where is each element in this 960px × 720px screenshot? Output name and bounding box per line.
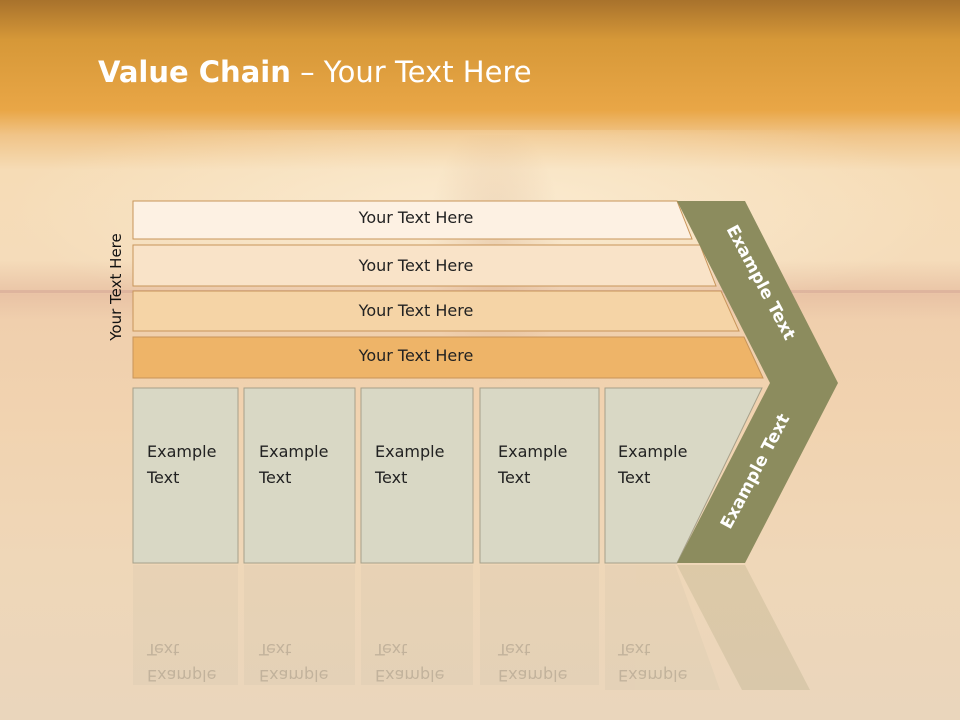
- column-label-4-reflection: Example Text: [498, 636, 567, 688]
- column-label-2-reflection: Example Text: [259, 636, 328, 688]
- column-label-1-reflection: Example Text: [147, 636, 216, 688]
- column-label-2: Example Text: [259, 439, 328, 491]
- column-box-1: [132, 387, 239, 564]
- column-label-1-line2: Text: [147, 468, 180, 487]
- column-box-2: [243, 387, 356, 564]
- column-label-1-reflection-line2: Text: [147, 640, 180, 659]
- row-bar-4: [132, 336, 764, 379]
- chevron-reflection: [677, 565, 810, 690]
- column-label-4-reflection-line1: Example: [498, 666, 568, 685]
- row-label-2: Your Text Here: [358, 256, 474, 275]
- column-label-1-line1: Example: [147, 442, 217, 461]
- column-label-1-reflection-line1: Example: [147, 666, 217, 685]
- column-label-4: Example Text: [498, 439, 567, 491]
- column-label-3-reflection-line2: Text: [375, 640, 408, 659]
- row-bar-3: [132, 290, 740, 332]
- column-label-5-line2: Text: [618, 468, 651, 487]
- row-label-4: Your Text Here: [358, 346, 474, 365]
- column-box-4: [479, 387, 600, 564]
- column-label-3-line1: Example: [375, 442, 445, 461]
- row-bar-2: [132, 244, 717, 287]
- column-label-5-reflection: Example Text: [618, 636, 687, 688]
- column-label-5-reflection-line2: Text: [618, 640, 651, 659]
- column-label-5-line1: Example: [618, 442, 688, 461]
- title-rest: – Your Text Here: [290, 55, 532, 89]
- column-label-4-reflection-line2: Text: [498, 640, 531, 659]
- column-label-2-line2: Text: [259, 468, 292, 487]
- row-label-1: Your Text Here: [358, 208, 474, 227]
- column-label-3-reflection-line1: Example: [375, 666, 445, 685]
- row-bar-1: [132, 200, 693, 240]
- title-bold: Value Chain: [98, 55, 291, 89]
- column-label-2-line1: Example: [259, 442, 329, 461]
- column-label-4-line2: Text: [498, 468, 531, 487]
- column-label-3: Example Text: [375, 439, 444, 491]
- column-label-2-reflection-line2: Text: [259, 640, 292, 659]
- boxes-reflection: [133, 565, 720, 690]
- column-label-3-line2: Text: [375, 468, 408, 487]
- column-box-3: [360, 387, 474, 564]
- column-label-3-reflection: Example Text: [375, 636, 444, 688]
- column-label-2-reflection-line1: Example: [259, 666, 329, 685]
- column-label-5: Example Text: [618, 439, 687, 491]
- slide-title: Value Chain – Your Text Here: [98, 55, 532, 89]
- column-label-4-line1: Example: [498, 442, 568, 461]
- chevron-arrow: [677, 201, 838, 563]
- column-label-5-reflection-line1: Example: [618, 666, 688, 685]
- column-label-1: Example Text: [147, 439, 216, 491]
- row-label-3: Your Text Here: [358, 301, 474, 320]
